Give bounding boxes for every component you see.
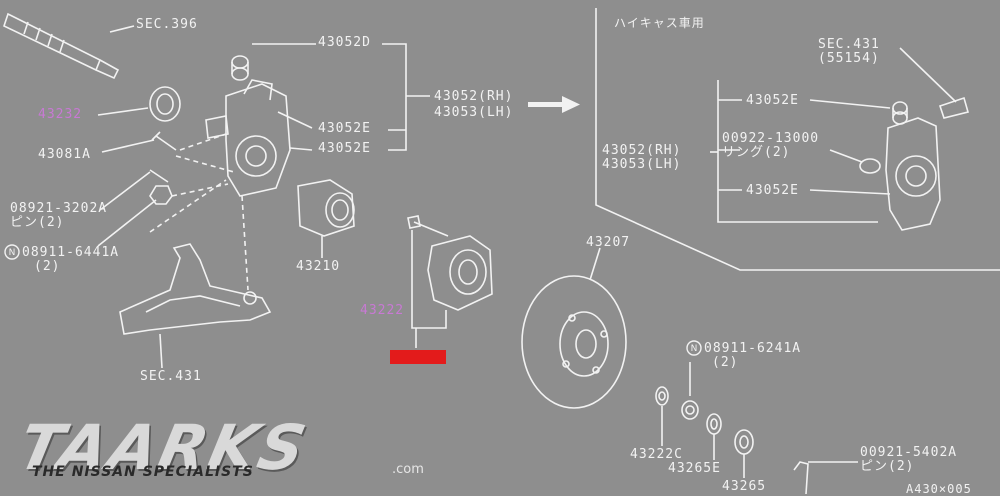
label-pin-2-a: ピン(2) [10,215,65,230]
label-pin-2-b: ピン(2) [860,459,915,474]
bolt-43081a [151,131,177,151]
knuckle-part [205,79,291,197]
label-43053-lh: 43053(LH) [434,105,514,120]
label-43265e: 43265E [668,461,721,476]
washer-43265e [706,413,722,435]
nut-part [149,185,173,205]
bushing-43052d [231,55,249,81]
label-sec431-inset: SEC.431 [818,37,880,52]
circled-n-icon [4,244,20,260]
hub-part-43210 [297,179,355,237]
label-sec431-bottom: SEC.431 [140,369,202,384]
hub-assembly-43222 [407,215,493,311]
label-page-ref: A430×005 [906,482,972,496]
label-08911-6241: 08911-6241A [704,341,802,356]
drive-shaft-part [3,12,120,80]
highlight-box [390,350,446,364]
svg-text:N: N [9,248,16,258]
label-43265: 43265 [722,479,767,494]
logo-subtitle: THE NISSAN SPECIALISTS [32,464,254,480]
label-55154: (55154) [818,51,880,66]
label-43052d: 43052D [318,35,371,50]
label-qty-2-b: (2) [712,355,739,370]
label-inset-43052e-b: 43052E [746,183,799,198]
label-ring-2: リング(2) [722,145,791,160]
inset-frame [595,8,1000,271]
svg-text:N: N [691,344,698,354]
circled-n-icon [686,340,702,356]
inset-bushing-part [892,101,908,125]
label-inset-43052e-a: 43052E [746,93,799,108]
leader-sec396 [109,25,135,33]
inset-ring-part [859,158,881,174]
label-08921: 08921-3202A [10,201,108,216]
inset-knuckle-part [885,96,969,231]
nut-43265e [681,400,699,420]
label-high-cas-only: ハイキャス車用 [614,16,705,30]
lower-arm-part [119,243,272,335]
label-43222c: 43222C [630,447,683,462]
taarks-logo: TAARKS THE NISSAN SPECIALISTS .com [12,411,442,490]
label-43207: 43207 [586,235,631,250]
label-inset-43053-lh: 43053(LH) [602,157,682,172]
label-inset-43052-rh: 43052(RH) [602,143,682,158]
brake-disc-part [521,275,627,409]
pin-part [149,169,169,183]
nut-43265 [734,429,754,455]
washer-43222c [655,386,669,406]
label-43052e-b: 43052E [318,141,371,156]
split-pin-part [793,461,809,495]
label-43052-rh: 43052(RH) [434,89,514,104]
arrow-icon [528,96,580,113]
label-43210: 43210 [296,259,341,274]
label-08911-6441: 08911-6441A [22,245,120,260]
label-00921: 00921-5402A [860,445,958,460]
label-00922: 00922-13000 [722,131,820,146]
label-sec396: SEC.396 [136,17,198,32]
label-43081a: 43081A [38,147,91,162]
seal-part [149,86,181,122]
label-43222: 43222 [360,303,405,318]
label-43232: 43232 [38,107,83,122]
logo-domain: .com [392,462,424,477]
label-qty-2-a: (2) [34,259,61,274]
label-43052e-a: 43052E [318,121,371,136]
